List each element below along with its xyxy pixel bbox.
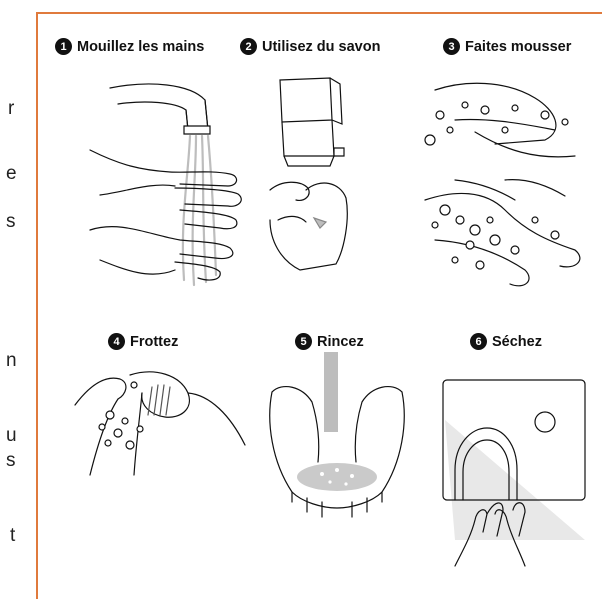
step-number-badge: 3: [443, 38, 460, 55]
text-fragment: u: [6, 425, 17, 447]
hand-dryer-icon: [415, 360, 590, 575]
step-number-badge: 2: [240, 38, 257, 55]
step-label: Faites mousser: [465, 39, 571, 55]
step-label: Utilisez du savon: [262, 39, 380, 55]
step-number-badge: 4: [108, 333, 125, 350]
text-fragment: s: [6, 450, 16, 472]
step-label: Rincez: [317, 334, 364, 350]
rinsing-hands-icon: [262, 352, 412, 527]
step-5-title: 5 Rincez: [295, 333, 364, 350]
step-number-badge: 5: [295, 333, 312, 350]
scrubbing-hands-icon: [70, 365, 255, 490]
step-number-badge: 6: [470, 333, 487, 350]
step-2-title: 2 Utilisez du savon: [240, 38, 380, 55]
text-fragment: t: [10, 525, 15, 547]
step-label: Séchez: [492, 334, 542, 350]
step-number-badge: 1: [55, 38, 72, 55]
step-label: Frottez: [130, 334, 178, 350]
text-fragment: n: [6, 350, 17, 372]
cropped-text-column: r e s n u s t: [0, 0, 36, 599]
step-label: Mouillez les mains: [77, 39, 204, 55]
step-3-title: 3 Faites mousser: [443, 38, 571, 55]
step-1-title: 1 Mouillez les mains: [55, 38, 204, 55]
soap-dispenser-icon: [260, 70, 410, 280]
text-fragment: e: [6, 163, 17, 185]
text-fragment: r: [8, 98, 14, 120]
lathering-hands-icon: [415, 70, 590, 300]
step-4-title: 4 Frottez: [108, 333, 178, 350]
step-6-title: 6 Séchez: [470, 333, 542, 350]
faucet-hands-icon: [80, 70, 250, 300]
text-fragment: s: [6, 211, 16, 233]
